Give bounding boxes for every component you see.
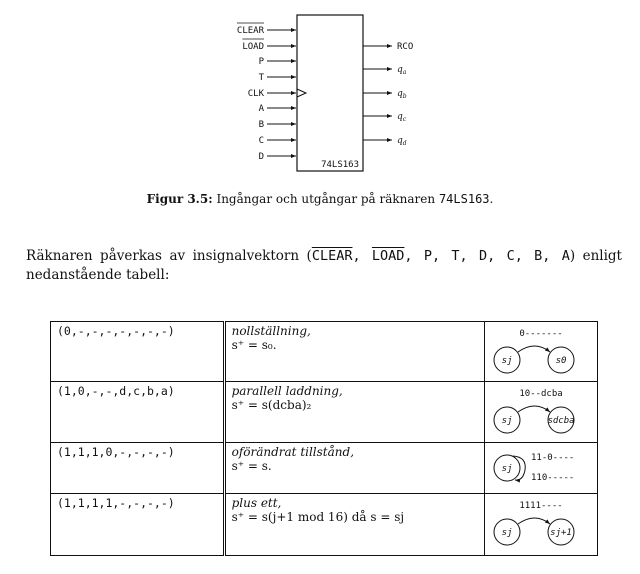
- vec-rest: , P, T, D, C, B, A: [404, 248, 570, 264]
- state-from-label: sj: [502, 416, 513, 426]
- input-label-b: B: [259, 120, 264, 130]
- state-to: [547, 346, 575, 374]
- state-diagram: sj 11-0---- 110-----: [493, 453, 574, 483]
- input-label-d: D: [259, 152, 264, 162]
- state-diagram-cell: sj 11-0---- 110-----: [484, 442, 598, 494]
- output-label-qa: qa: [397, 65, 407, 76]
- transition-arrow: [517, 345, 551, 353]
- action-formula: s⁺ = s(j+1 mod 16) då s = sj: [231, 510, 405, 524]
- state-to: [547, 518, 575, 546]
- action-cell: parallell laddning,s⁺ = s(dcba)₂: [223, 381, 486, 443]
- output-label-rco: RCO: [397, 42, 413, 52]
- state-from: [493, 406, 521, 434]
- input-vector: (1,1,1,1,-,-,-,-): [50, 493, 226, 556]
- input-label-load: LOAD: [242, 42, 264, 52]
- action-formula: s⁺ = s₀.: [231, 338, 277, 352]
- table-row: (1,1,1,0,-,-,-,-) oförändrat tillstånd,s…: [50, 442, 598, 494]
- self-loop-arrow: [512, 455, 526, 483]
- transition-code: 10--dcba: [519, 389, 562, 399]
- state-to-label: sdcba: [547, 416, 574, 426]
- action-cell: oförändrat tillstånd,s⁺ = s.: [223, 442, 486, 494]
- state-from-label: sj: [502, 528, 513, 538]
- action-name: oförändrat tillstånd,: [231, 445, 355, 459]
- input-label-p: P: [259, 57, 265, 67]
- vec-load: LOAD: [371, 248, 405, 264]
- caption-label: Figur 3.5:: [146, 192, 213, 206]
- caption-end: .: [489, 192, 494, 206]
- state-diagram: 10--dcba sj sdcba: [493, 389, 575, 434]
- action-formula: s⁺ = s(dcba)₂: [231, 398, 312, 412]
- transition-code-2: 110-----: [531, 473, 574, 483]
- table-row: (1,0,-,-,d,c,b,a) parallell laddning,s⁺ …: [50, 381, 598, 443]
- action-name: nollställning,: [231, 324, 311, 338]
- state-from: [493, 346, 521, 374]
- para-before: Räknaren påverkas av insignalvektorn (: [26, 248, 312, 264]
- state-to-label: sj+1: [550, 528, 572, 538]
- state-diagram: 1111---- sj sj+1: [493, 501, 575, 546]
- output-label-qb: qb: [397, 89, 407, 100]
- transition-code: 1111----: [519, 501, 562, 511]
- state-self-label: sj: [502, 464, 513, 474]
- state-table: (0,-,-,-,-,-,-,-) nollställning,s⁺ = s₀.…: [50, 321, 598, 556]
- vec-clear: CLEAR: [311, 248, 353, 264]
- state-to-label: s0: [556, 356, 567, 366]
- input-vector: (1,0,-,-,d,c,b,a): [50, 381, 226, 443]
- clock-triangle-icon: [296, 88, 308, 98]
- state-from-label: sj: [502, 356, 513, 366]
- table-row: (0,-,-,-,-,-,-,-) nollställning,s⁺ = s₀.…: [50, 321, 598, 382]
- table-row: (1,1,1,1,-,-,-,-) plus ett,s⁺ = s(j+1 mo…: [50, 493, 598, 556]
- state-diagram: 0------- sj s0: [493, 329, 575, 374]
- input-label-c: C: [259, 136, 264, 146]
- para-after: ) enligt nedanstående tabell:: [26, 248, 622, 283]
- input-label-t: T: [259, 73, 265, 83]
- action-cell: nollställning,s⁺ = s₀.: [223, 321, 486, 382]
- state-diagram-cell: 1111---- sj sj+1: [484, 493, 598, 556]
- state-to: [547, 406, 575, 434]
- transition-arrow: [517, 405, 551, 413]
- input-label-clk: CLK: [248, 89, 265, 99]
- output-label-qc: qc: [397, 112, 407, 123]
- input-vector: (1,1,1,0,-,-,-,-): [50, 442, 226, 494]
- transition-code: 11-0----: [531, 453, 574, 463]
- action-name: parallell laddning,: [231, 384, 343, 398]
- input-label-a: A: [259, 104, 265, 114]
- caption-chip: 74LS163: [438, 192, 490, 206]
- output-label-qd: qd: [397, 136, 407, 147]
- figure-caption: Figur 3.5: Ingångar och utgångar på räkn…: [0, 192, 640, 206]
- transition-code: 0-------: [519, 329, 562, 339]
- state-from: [493, 518, 521, 546]
- caption-text: Ingångar och utgångar på räknaren: [212, 192, 439, 206]
- action-name: plus ett,: [231, 496, 282, 510]
- state-diagram-cell: 10--dcba sj sdcba: [484, 381, 598, 443]
- chip-label: 74LS163: [321, 160, 359, 170]
- input-vector: (0,-,-,-,-,-,-,-): [50, 321, 226, 382]
- body-paragraph: Räknaren påverkas av insignalvektorn (CL…: [26, 248, 622, 283]
- state-self: [493, 454, 521, 482]
- action-cell: plus ett,s⁺ = s(j+1 mod 16) då s = sj: [223, 493, 486, 556]
- input-label-clear: CLEAR: [237, 26, 265, 36]
- transition-arrow: [517, 517, 551, 525]
- state-diagram-cell: 0------- sj s0: [484, 321, 598, 382]
- action-formula: s⁺ = s.: [231, 459, 272, 473]
